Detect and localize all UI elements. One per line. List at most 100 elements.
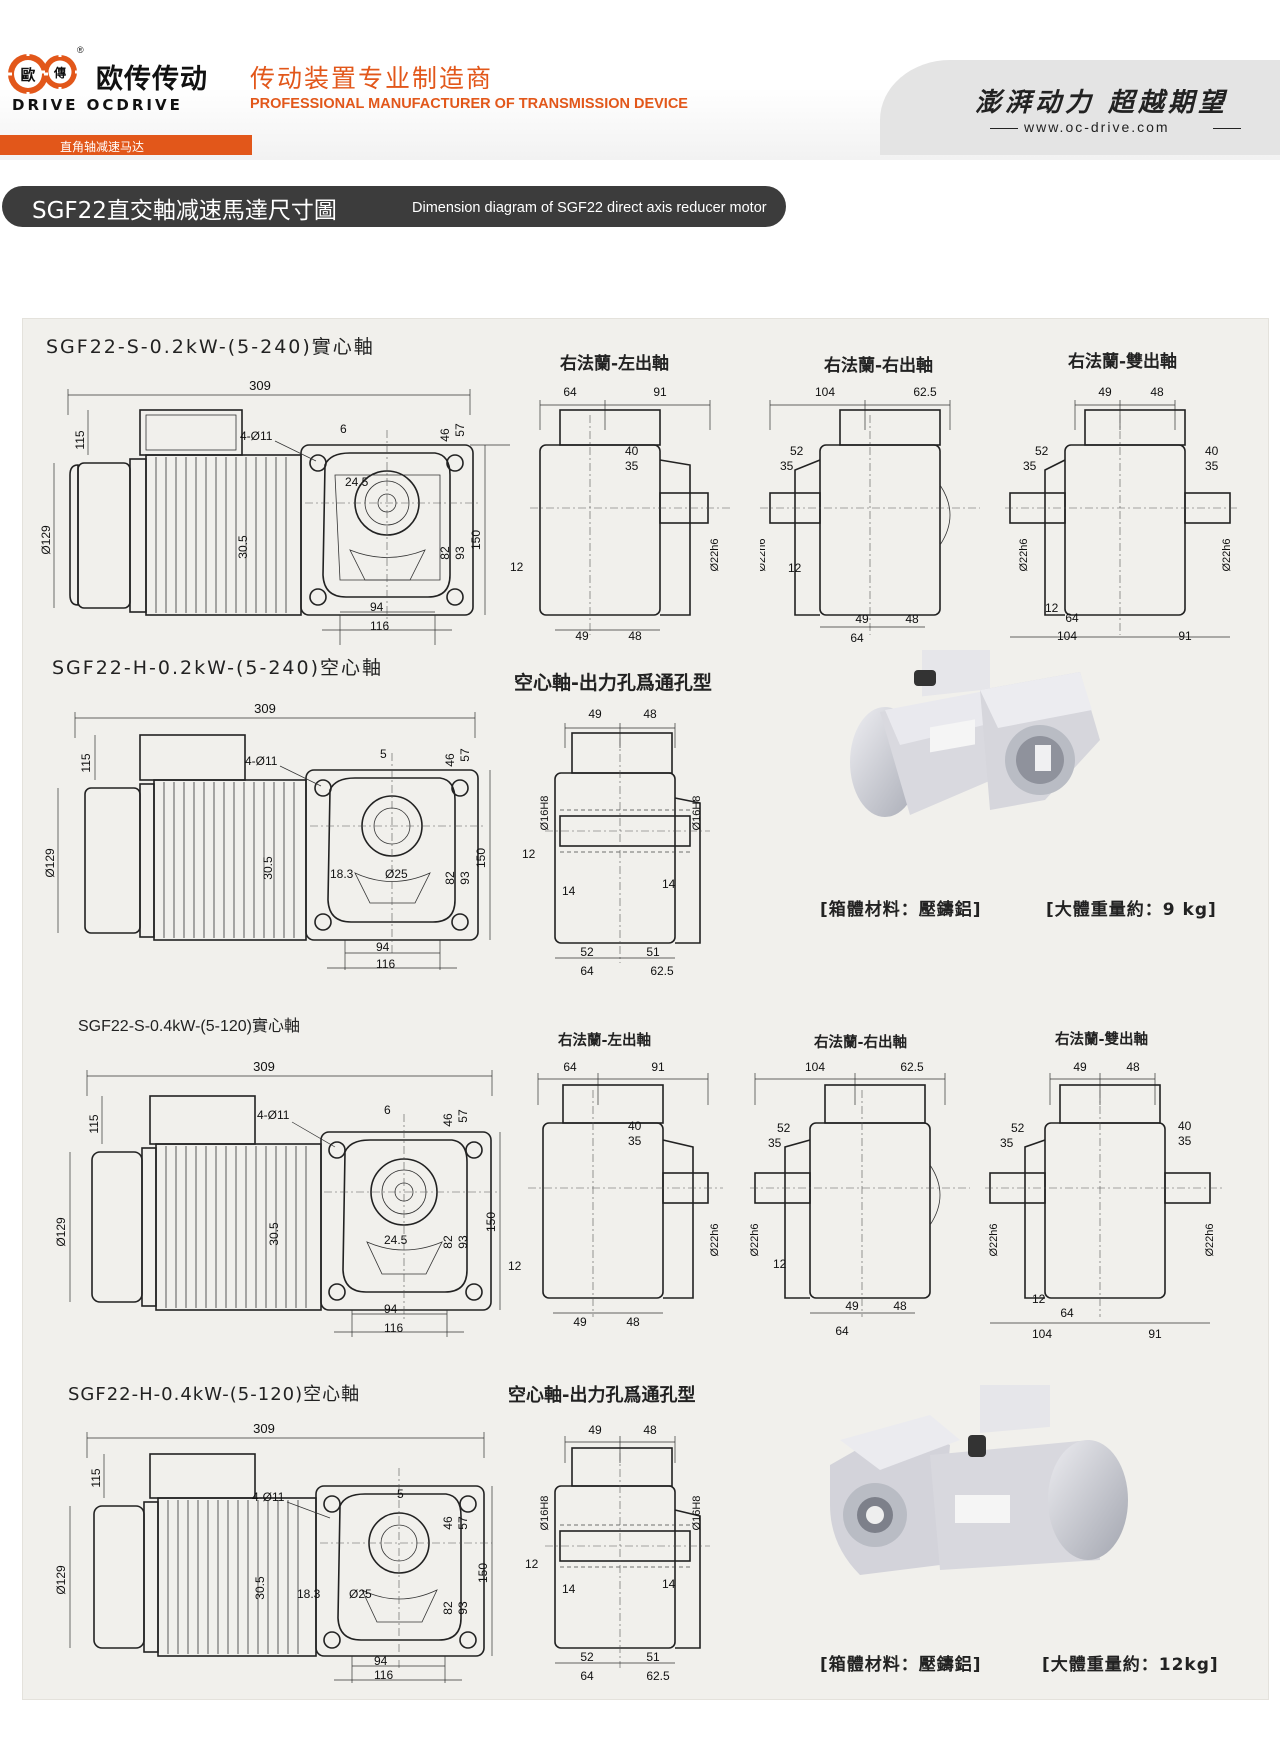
svg-text:49: 49	[573, 1315, 587, 1329]
svg-text:91: 91	[651, 1060, 665, 1074]
svg-text:12: 12	[773, 1257, 787, 1271]
model-title-h04: SGF22-H-0.4kW-(5-120)空心軸	[68, 1384, 361, 1405]
svg-text:Ø16H8: Ø16H8	[691, 796, 703, 831]
svg-text:12: 12	[788, 561, 802, 575]
svg-text:40: 40	[625, 444, 639, 458]
drawing-h04-main: 309 115 Ø129 4-Ø11 5 30.5 18.3 Ø25 150 4…	[54, 1421, 493, 1683]
svg-text:62.5: 62.5	[646, 1669, 670, 1683]
svg-text:40: 40	[1205, 444, 1219, 458]
svg-text:18.3: 18.3	[297, 1587, 321, 1601]
svg-text:116: 116	[384, 1321, 403, 1335]
svg-text:93: 93	[456, 1235, 470, 1249]
svg-text:64: 64	[1060, 1306, 1074, 1320]
svg-text:309: 309	[253, 1059, 275, 1074]
svg-text:309: 309	[253, 1421, 275, 1436]
website: www.oc-drive.com	[1024, 119, 1170, 135]
svg-text:82: 82	[441, 1235, 455, 1249]
svg-text:62.5: 62.5	[900, 1060, 924, 1074]
svg-text:57: 57	[453, 423, 467, 437]
svg-text:62.5: 62.5	[650, 964, 674, 978]
svg-text:94: 94	[370, 600, 384, 614]
material-note-02: [箱體材料：壓鑄鋁]	[820, 900, 982, 920]
svg-text:82: 82	[443, 871, 457, 885]
svg-text:48: 48	[905, 612, 919, 626]
brand-name-en: DRIVE OCDRIVE	[12, 96, 183, 114]
drawing-h02-hollow: 49 48 Ø16H8 Ø16H8 12 14 14 52 51 64 62.5	[522, 707, 710, 978]
view-title-hollow-02: 空心軸-出力孔爲通孔型	[514, 672, 712, 694]
svg-text:30.5: 30.5	[236, 535, 250, 559]
company-logo: 歐 傳 ®	[8, 45, 84, 96]
svg-text:94: 94	[376, 940, 390, 954]
svg-text:93: 93	[456, 1601, 470, 1615]
svg-text:150: 150	[469, 530, 483, 550]
website-line-left	[990, 128, 1018, 129]
svg-text:4-Ø11: 4-Ø11	[240, 429, 273, 443]
svg-text:48: 48	[643, 707, 657, 721]
svg-text:48: 48	[628, 629, 642, 643]
header-grey-swoosh	[880, 60, 1280, 155]
svg-text:12: 12	[525, 1557, 539, 1571]
svg-text:49: 49	[575, 629, 589, 643]
svg-text:64: 64	[563, 385, 577, 399]
view-title-left-shaft-02: 右法蘭-左出軸	[560, 354, 670, 374]
svg-text:6: 6	[340, 422, 347, 436]
svg-text:115: 115	[89, 1468, 103, 1487]
svg-text:6: 6	[384, 1103, 391, 1117]
svg-text:Ø129: Ø129	[54, 1217, 68, 1247]
svg-text:64: 64	[1065, 611, 1079, 625]
svg-text:Ø16H8: Ø16H8	[539, 1496, 551, 1531]
svg-text:40: 40	[1178, 1119, 1192, 1133]
svg-text:150: 150	[474, 848, 488, 868]
svg-text:94: 94	[384, 1302, 398, 1316]
view-title-hollow-04: 空心軸-出力孔爲通孔型	[508, 1385, 696, 1406]
svg-text:46: 46	[443, 753, 457, 767]
svg-text:104: 104	[1057, 629, 1077, 643]
drawing-s04-double-shaft: 49 48 52 35 40 35 12 Ø22h6 Ø22h6 64 104 …	[985, 1060, 1225, 1341]
svg-text:91: 91	[1148, 1327, 1162, 1341]
svg-text:57: 57	[456, 1516, 470, 1530]
svg-text:35: 35	[768, 1136, 782, 1150]
logo-glyph-chuan: 傳	[53, 65, 66, 80]
svg-text:93: 93	[458, 871, 472, 885]
svg-text:64: 64	[835, 1324, 849, 1338]
view-title-double-shaft-02: 右法蘭-雙出軸	[1068, 352, 1178, 372]
svg-text:35: 35	[1178, 1134, 1192, 1148]
section-title-cn: SGF22直交軸减速馬達尺寸圖	[32, 198, 337, 224]
svg-text:52: 52	[580, 945, 594, 959]
svg-text:35: 35	[1023, 459, 1037, 473]
tagline-en: PROFESSIONAL MANUFACTURER OF TRANSMISSIO…	[250, 96, 688, 112]
svg-text:30.5: 30.5	[261, 856, 275, 880]
svg-text:64: 64	[850, 631, 864, 645]
tagline-cn: 传动装置专业制造商	[250, 64, 494, 93]
svg-text:48: 48	[893, 1299, 907, 1313]
svg-text:46: 46	[441, 1113, 455, 1127]
logo-glyph-ou: 歐	[20, 66, 35, 84]
svg-text:35: 35	[1000, 1136, 1014, 1150]
svg-text:49: 49	[588, 1423, 602, 1437]
svg-text:5: 5	[397, 1487, 404, 1501]
svg-text:82: 82	[438, 546, 452, 560]
svg-text:12: 12	[1032, 1292, 1046, 1306]
svg-text:12: 12	[522, 847, 536, 861]
svg-text:40: 40	[628, 1119, 642, 1133]
drawing-s02-left-shaft: 64 91 40 35 12 Ø22h6 49 48	[510, 385, 730, 643]
svg-text:Ø25: Ø25	[385, 867, 408, 881]
svg-text:104: 104	[1032, 1327, 1052, 1341]
svg-text:49: 49	[1098, 385, 1112, 399]
drawing-s04-right-shaft: 104 62.5 52 35 12 Ø22h6 49 48 64	[750, 1060, 970, 1338]
view-title-right-shaft-04: 右法蘭-右出軸	[814, 1035, 908, 1051]
svg-text:52: 52	[777, 1121, 791, 1135]
product-photo-02	[850, 650, 1100, 817]
weight-note-02: [大體重量約：9 kg]	[1046, 900, 1217, 920]
svg-text:91: 91	[1178, 629, 1192, 643]
svg-text:51: 51	[646, 945, 660, 959]
svg-text:94: 94	[374, 1654, 388, 1668]
view-title-right-shaft-02: 右法蘭-右出軸	[824, 356, 934, 376]
svg-text:57: 57	[458, 748, 472, 762]
svg-text:48: 48	[1126, 1060, 1140, 1074]
svg-text:64: 64	[580, 1669, 594, 1683]
model-title-s02: SGF22-S-0.2kW-(5-240)實心軸	[46, 336, 375, 358]
svg-text:4-Ø11: 4-Ø11	[252, 1490, 285, 1504]
svg-text:48: 48	[626, 1315, 640, 1329]
svg-text:52: 52	[1035, 444, 1049, 458]
